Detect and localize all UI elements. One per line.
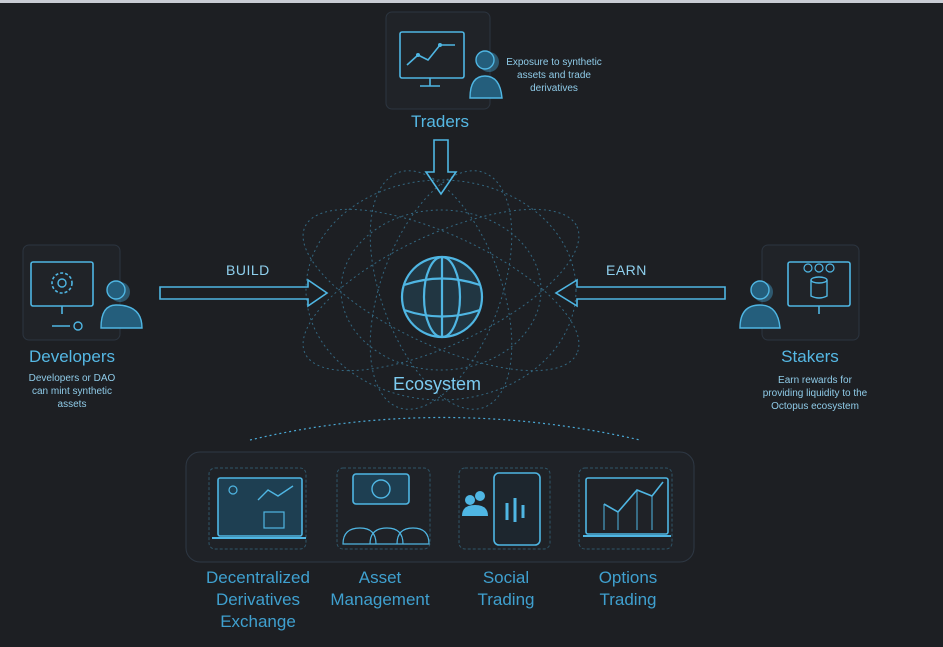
ecosystem-label: Ecosystem	[393, 374, 482, 394]
traders-title: Traders	[411, 112, 469, 131]
stakers-title: Stakers	[781, 347, 839, 366]
developers-title: Developers	[29, 347, 115, 366]
build-arrow	[159, 278, 329, 308]
earn-arrow	[554, 278, 726, 308]
traders-arrow	[424, 139, 458, 196]
orbit-rings	[302, 170, 580, 410]
module-social-trading-label: Social Trading	[477, 568, 535, 609]
modules-panel	[185, 451, 695, 563]
exchange-monitor-icon	[208, 467, 307, 550]
earn-label: EARN	[606, 262, 647, 278]
call-put-chart-icon	[578, 467, 673, 550]
module-asset-management-label: Asset Management	[330, 568, 430, 609]
stakers-description: Earn rewards for providing liquidity to …	[762, 375, 868, 412]
stakers-icon-box	[739, 244, 860, 341]
modules-connector	[249, 416, 641, 441]
money-bags-icon	[336, 467, 431, 550]
module-options-trading-label: Options Trading	[598, 568, 658, 609]
module-exchange-label: Decentralized Derivatives Exchange	[206, 568, 310, 631]
developers-description: Developers or DAO can mint synthetic ass…	[28, 373, 116, 410]
build-label: BUILD	[226, 262, 270, 278]
social-phone-icon	[458, 467, 551, 550]
traders-icon-box	[385, 11, 503, 110]
developers-icon-box	[22, 244, 143, 341]
traders-description: Exposure to synthetic assets and trade d…	[506, 57, 602, 94]
globe-icon	[400, 255, 484, 339]
window-top-border	[0, 0, 943, 3]
